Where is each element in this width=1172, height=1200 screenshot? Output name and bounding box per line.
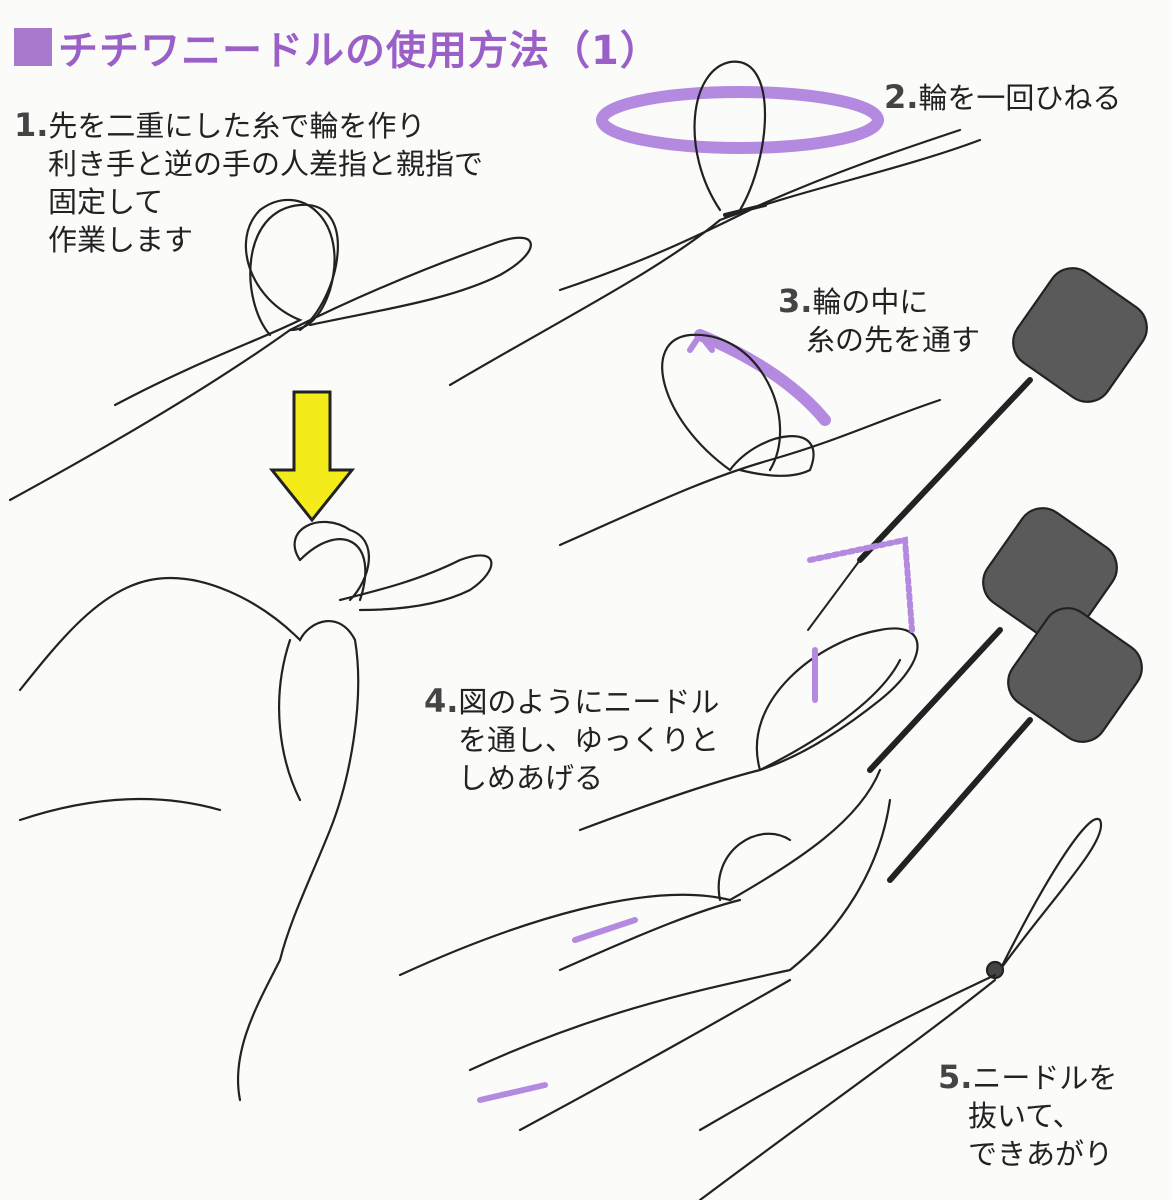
yellow-down-arrow-icon — [268, 390, 356, 523]
step-3-text: 3.輪の中に 糸の先を通す — [778, 282, 980, 359]
step-line: しめあげる — [458, 761, 604, 795]
step-line: 作業します — [48, 223, 194, 257]
step-4-text: 4.図のようにニードル を通し、ゆっくりと しめあげる — [424, 682, 719, 797]
step-number: 3. — [778, 282, 813, 320]
step-line: 利き手と逆の手の人差指と親指で — [48, 147, 484, 181]
title-square-icon — [14, 28, 52, 66]
step-line: 抜いて、 — [968, 1099, 1082, 1133]
needle-1-illustration — [807, 267, 1148, 631]
hand-illustration — [18, 520, 493, 1102]
step4-tighten-illustration — [398, 536, 919, 1132]
step-number: 2. — [884, 78, 919, 116]
step-line: を通し、ゆっくりと — [458, 723, 720, 757]
step-1-text: 1.先を二重にした糸で輪を作り 利き手と逆の手の人差指と親指で 固定して 作業し… — [14, 106, 483, 259]
needle-2-illustration — [867, 507, 1118, 773]
needle-3-illustration — [887, 607, 1143, 883]
step5-finished-loop-illustration — [698, 817, 1103, 1200]
step-number: 4. — [424, 682, 459, 720]
step2-twist-illustration — [448, 60, 982, 387]
step-line: 固定して — [48, 185, 164, 219]
step-5-text: 5.ニードルを 抜いて、 できあがり — [938, 1058, 1117, 1173]
step-line: 輪を一回ひねる — [918, 81, 1122, 115]
title-text: チチワニードルの使用方法（1） — [58, 28, 661, 74]
step-line: ニードルを — [972, 1061, 1118, 1095]
step-2-text: 2.輪を一回ひねる — [884, 78, 1121, 117]
step-line: できあがり — [968, 1137, 1114, 1171]
step-line: 図のようにニードル — [458, 685, 720, 719]
step-line: 先を二重にした糸で輪を作り — [48, 109, 426, 143]
page-title: チチワニードルの使用方法（1） — [14, 18, 661, 76]
step-number: 1. — [14, 106, 49, 144]
step3-thread-through-illustration — [558, 329, 942, 547]
step-line: 糸の先を通す — [806, 323, 981, 357]
step-number: 5. — [938, 1058, 973, 1096]
step1-loop-illustration — [8, 198, 532, 502]
step-line: 輪の中に — [812, 285, 929, 319]
